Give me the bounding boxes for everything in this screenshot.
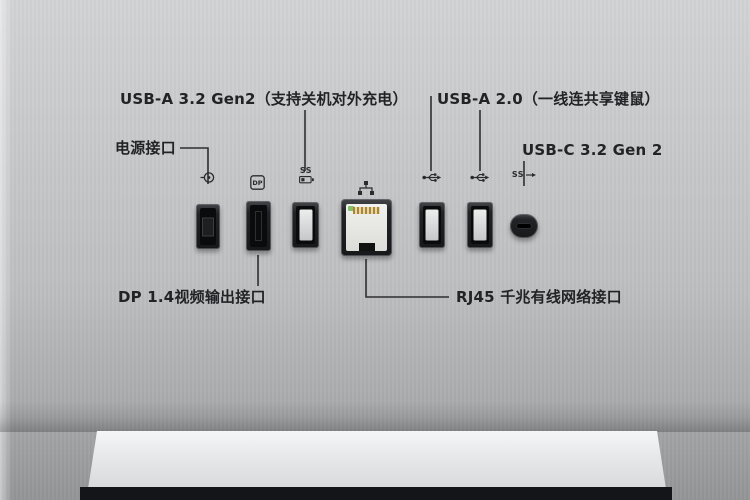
usb-c-port	[510, 214, 538, 238]
displayport-icon-letters: DP	[252, 179, 262, 187]
rj45-pins	[353, 207, 380, 214]
battery-icon	[298, 176, 314, 184]
power-port	[196, 204, 220, 249]
usb-a-20-recess	[471, 206, 489, 244]
usb-a-20-recess	[423, 206, 441, 244]
rj45-port	[341, 199, 392, 256]
label-usb-a-32: USB-A 3.2 Gen2（支持关机对外充电）	[120, 90, 408, 108]
usb-a-32-tongue	[299, 209, 312, 241]
label-usb-c: USB-C 3.2 Gen 2	[522, 141, 663, 159]
chassis-bottom-shadow	[0, 400, 750, 432]
usb-a-20-port-2	[467, 202, 493, 248]
usb-a-20-tongue	[425, 209, 439, 241]
power-port-pin	[202, 217, 214, 236]
stand-base-strip	[80, 487, 672, 500]
usb-c-slot	[516, 223, 532, 229]
usb-arrow-icon	[526, 173, 537, 177]
monitor-stand	[88, 431, 666, 489]
rj45-clip-notch	[358, 243, 375, 251]
displayport-icon: DP	[250, 175, 265, 190]
usb-ss-battery-icon: SS	[292, 167, 320, 184]
usb-a-32-port	[292, 202, 319, 248]
label-dp: DP 1.4视频输出接口	[118, 288, 266, 306]
displayport-port	[246, 201, 271, 251]
displayport-slot	[255, 211, 262, 241]
displayport-recess	[250, 205, 267, 247]
ss-label: SS	[511, 170, 525, 179]
label-rj45: RJ45 千兆有线网络接口	[456, 288, 622, 306]
usb-ss-icon: SS	[511, 171, 537, 179]
left-edge-highlight	[0, 0, 12, 500]
power-port-recess	[200, 208, 216, 245]
usb-trident-icon	[422, 172, 442, 183]
ss-label: SS	[299, 166, 313, 175]
power-plug-icon	[200, 170, 216, 185]
usb-trident-icon	[470, 172, 490, 183]
ethernet-icon	[357, 181, 375, 196]
label-power: 电源接口	[115, 139, 176, 157]
rj45-inner	[346, 204, 387, 251]
usb-a-20-tongue	[473, 209, 487, 241]
label-usb-a-20: USB-A 2.0（一线连共享键鼠）	[437, 90, 660, 108]
usb-a-20-port-1	[419, 202, 445, 248]
usb-a-32-recess	[296, 206, 315, 244]
rj45-led-green	[348, 206, 354, 211]
